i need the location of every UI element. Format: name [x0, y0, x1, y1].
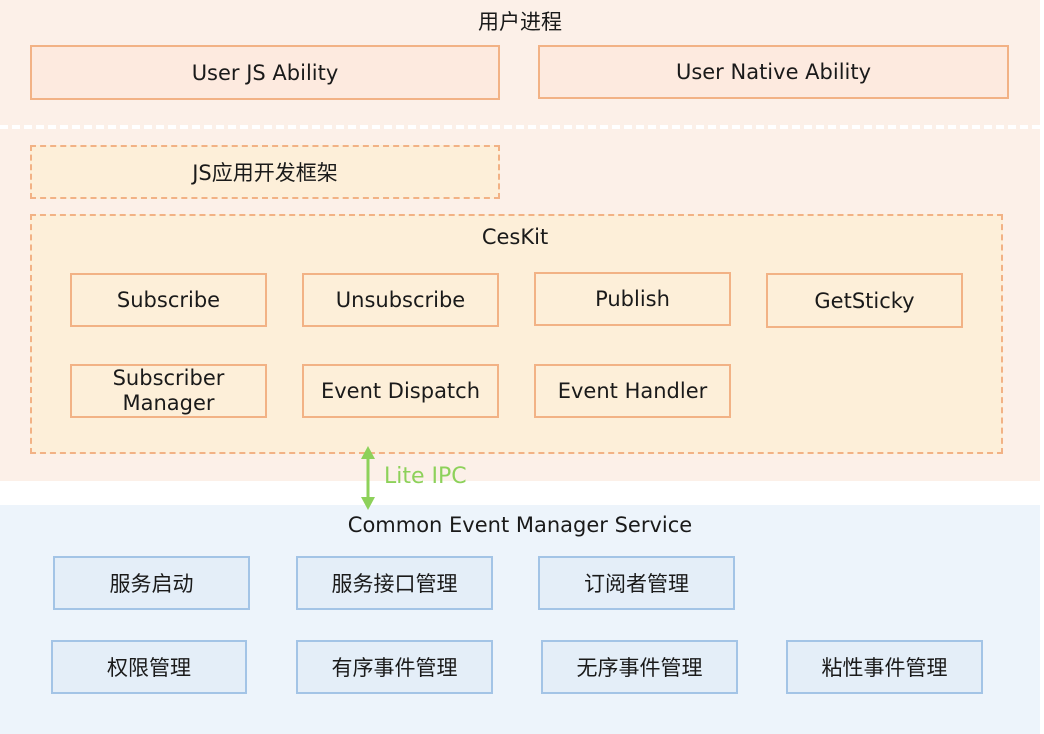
service-start-box: 服务启动: [53, 556, 250, 610]
event-dispatch-box: Event Dispatch: [302, 364, 499, 418]
process-boundary-divider: [0, 125, 1040, 129]
user-js-ability-box: User JS Ability: [30, 45, 500, 100]
subscribe-box: Subscribe: [70, 273, 267, 327]
service-title: Common Event Manager Service: [347, 513, 693, 537]
bidirectional-arrow-icon: [361, 446, 375, 510]
js-framework-box: JS应用开发框架: [30, 145, 500, 199]
permission-mgmt-box: 权限管理: [51, 640, 247, 694]
subscriber-mgmt-box: 订阅者管理: [538, 556, 735, 610]
ordered-event-mgmt-box: 有序事件管理: [296, 640, 493, 694]
ceskit-title: CesKit: [481, 225, 549, 249]
unordered-event-mgmt-box: 无序事件管理: [541, 640, 738, 694]
unsubscribe-box: Unsubscribe: [302, 273, 499, 327]
publish-box: Publish: [534, 272, 731, 326]
event-handler-box: Event Handler: [534, 364, 731, 418]
user-process-title: 用户进程: [478, 10, 562, 34]
service-region: [0, 505, 1040, 734]
service-interface-mgmt-box: 服务接口管理: [296, 556, 493, 610]
sticky-event-mgmt-box: 粘性事件管理: [786, 640, 983, 694]
user-native-ability-box: User Native Ability: [538, 45, 1009, 99]
getsticky-box: GetSticky: [766, 273, 963, 328]
lite-ipc-label: Lite IPC: [384, 464, 467, 489]
subscriber-manager-box: Subscriber Manager: [70, 364, 267, 418]
